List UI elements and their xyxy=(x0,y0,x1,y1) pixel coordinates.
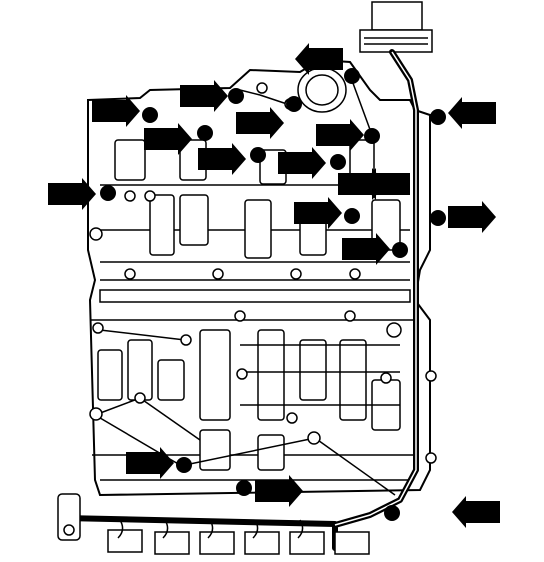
callout-arrow xyxy=(452,496,500,528)
callout-point xyxy=(344,208,360,224)
callout-point xyxy=(176,457,192,473)
callout-point xyxy=(430,210,446,226)
callout-arrow xyxy=(198,143,246,175)
bolt-holes xyxy=(89,82,437,464)
lower-valve-spools xyxy=(97,329,401,471)
callout-point xyxy=(236,480,252,496)
callout-point xyxy=(228,88,244,104)
callout-arrow xyxy=(126,447,174,479)
callout-point xyxy=(100,185,116,201)
callout-point xyxy=(344,68,360,84)
callout-point xyxy=(142,107,158,123)
callout-arrow xyxy=(316,119,364,151)
solenoid-connectors xyxy=(107,519,370,555)
callout-group xyxy=(48,43,500,528)
callout-arrow xyxy=(236,107,284,139)
callout-arrow xyxy=(180,80,228,112)
callout-point xyxy=(330,154,346,170)
linkage-rods xyxy=(94,74,400,496)
callout-arrow xyxy=(448,97,496,129)
wiring-harness xyxy=(57,49,419,551)
callout-point xyxy=(390,178,406,194)
callout-arrow xyxy=(144,123,192,155)
callout-point xyxy=(364,128,380,144)
harness-connector xyxy=(359,1,433,53)
callout-point xyxy=(250,147,266,163)
callout-point xyxy=(392,242,408,258)
callout-arrow xyxy=(342,233,390,265)
callout-point xyxy=(286,96,302,112)
callout-point xyxy=(384,505,400,521)
callout-point xyxy=(197,125,213,141)
callout-arrow xyxy=(295,43,343,75)
callout-arrow xyxy=(278,147,326,179)
callout-arrow xyxy=(255,475,303,507)
callout-arrow xyxy=(294,197,342,229)
callout-arrow xyxy=(448,201,496,233)
callout-arrow xyxy=(48,178,96,210)
callout-arrow xyxy=(92,95,140,127)
callout-point xyxy=(430,109,446,125)
